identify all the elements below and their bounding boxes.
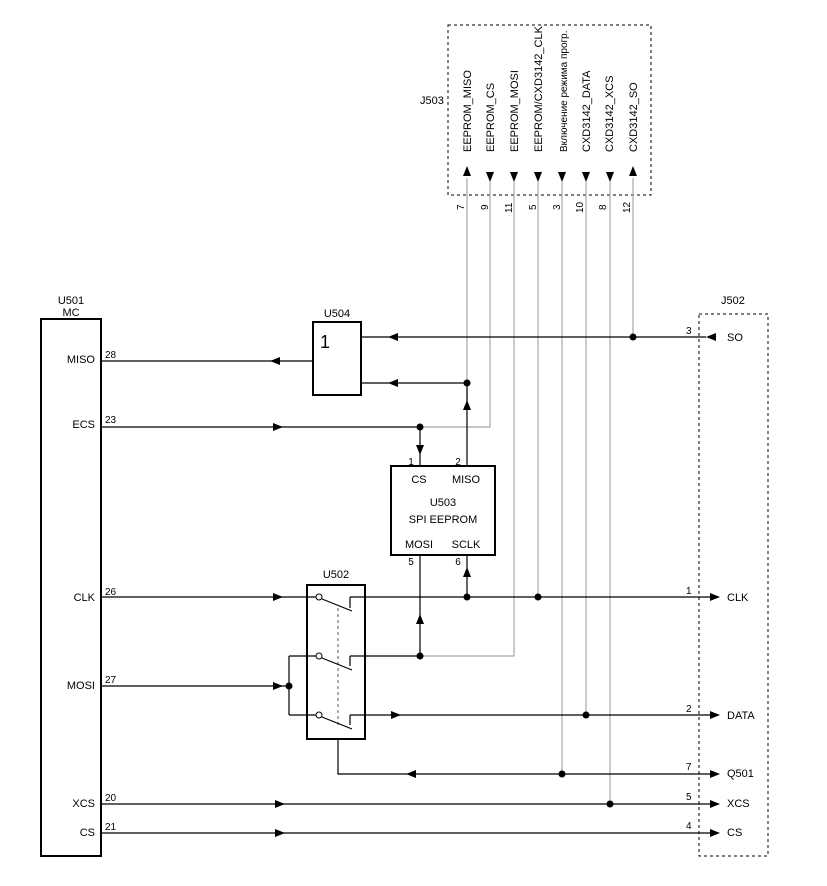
- u501-pin-xcs-num: 20: [105, 793, 117, 804]
- j502-pin-clk-num: 1: [686, 586, 692, 597]
- j502-ref: J502: [721, 295, 745, 307]
- u501-pin-ecs-name: ECS: [72, 419, 95, 431]
- u501-pin-ecs-num: 23: [105, 415, 117, 426]
- u501-pin-cs-name: CS: [80, 827, 95, 839]
- j503-pin-name: Включение режима прогр.: [559, 30, 570, 152]
- j503-pin-num: 8: [598, 204, 609, 210]
- u501-pin-miso-num: 28: [105, 350, 117, 361]
- j502-pin-data-num: 2: [686, 704, 692, 715]
- u501-block: U501 MC MISO 28 ECS 23 CLK 26 MOSI 27 XC…: [40, 295, 117, 857]
- u501-pin-mosi-num: 27: [105, 675, 117, 686]
- j503-ref: J503: [420, 95, 444, 107]
- j502-pin-xcs-name: XCS: [727, 798, 750, 810]
- u503-pin-cs-num: 1: [408, 457, 414, 468]
- u504-ref: U504: [324, 308, 350, 320]
- j502-pin-so-num: 3: [686, 326, 692, 337]
- j503-pin-name: CXD3142_XCS: [604, 76, 616, 152]
- u502-ref: U502: [323, 569, 349, 581]
- j503-connector: J503 EEPROM_MISO EEPROM_CS EEPROM_MOSI E…: [420, 24, 652, 213]
- j503-pin-num: 5: [528, 204, 539, 210]
- j503-pin-num: 11: [504, 202, 515, 213]
- j502-pin-xcs-num: 5: [686, 792, 692, 803]
- u504-block: U504 1: [312, 308, 362, 396]
- u503-pin-cs-name: CS: [411, 474, 426, 486]
- j502-connector: J502 3 SO 1 CLK 2 DATA 7 Q501 5 XCS 4 CS: [686, 295, 769, 857]
- u501-pin-mosi-name: MOSI: [67, 680, 95, 692]
- u504-symbol: 1: [320, 332, 330, 352]
- u503-ref: U503: [430, 497, 456, 509]
- wires: [101, 178, 710, 837]
- u501-type: MC: [62, 307, 79, 319]
- j502-pin-cs-num: 4: [686, 821, 692, 832]
- u501-pin-clk-name: CLK: [74, 592, 96, 604]
- j503-pin-name: CXD3142_DATA: [581, 70, 593, 152]
- u503-pin-sclk-num: 6: [455, 557, 461, 568]
- j503-pin-num: 3: [552, 204, 563, 210]
- u503-block: 1 2 CS MISO U503 SPI EEPROM MOSI SCLK 5 …: [390, 457, 496, 568]
- j503-labels: EEPROM_MISO EEPROM_CS EEPROM_MOSI EEPROM…: [462, 25, 640, 152]
- j503-pin-num: 7: [456, 204, 467, 210]
- j503-pin-num: 10: [575, 201, 586, 213]
- u501-pin-clk-num: 26: [105, 587, 117, 598]
- u503-pin-miso-name: MISO: [452, 474, 481, 486]
- j503-pin-name: EEPROM_CS: [485, 83, 497, 152]
- j503-pin-name: EEPROM/CXD3142_CLK: [533, 25, 545, 152]
- j502-pin-data-name: DATA: [727, 710, 755, 722]
- u503-type: SPI EEPROM: [409, 514, 477, 526]
- u503-pin-miso-num: 2: [455, 457, 461, 468]
- j502-pin-q501-name: Q501: [727, 768, 754, 780]
- j503-pin-num: 12: [622, 201, 633, 213]
- j503-pin-name: EEPROM_MISO: [462, 70, 474, 152]
- u503-pin-mosi-num: 5: [408, 557, 414, 568]
- j503-numbers: 7 9 11 5 3 10 8 12: [456, 201, 633, 213]
- j503-pin-name: EEPROM_MOSI: [509, 70, 521, 152]
- u502-block: U502: [281, 569, 366, 740]
- j503-pin-name: CXD3142_SO: [628, 82, 640, 152]
- j502-pin-clk-name: CLK: [727, 592, 749, 604]
- u501-pin-xcs-name: XCS: [72, 798, 95, 810]
- u501-ref: U501: [58, 295, 84, 307]
- j503-pin-num: 9: [480, 204, 491, 210]
- u501-pin-cs-num: 21: [105, 822, 117, 833]
- j502-pin-q501-num: 7: [686, 762, 692, 773]
- j502-pin-cs-name: CS: [727, 827, 742, 839]
- u503-pin-sclk-name: SCLK: [452, 539, 481, 551]
- u501-pin-miso-name: MISO: [67, 354, 96, 366]
- j502-pin-so-name: SO: [727, 332, 743, 344]
- junctions: [285, 333, 637, 808]
- u503-pin-mosi-name: MOSI: [405, 539, 433, 551]
